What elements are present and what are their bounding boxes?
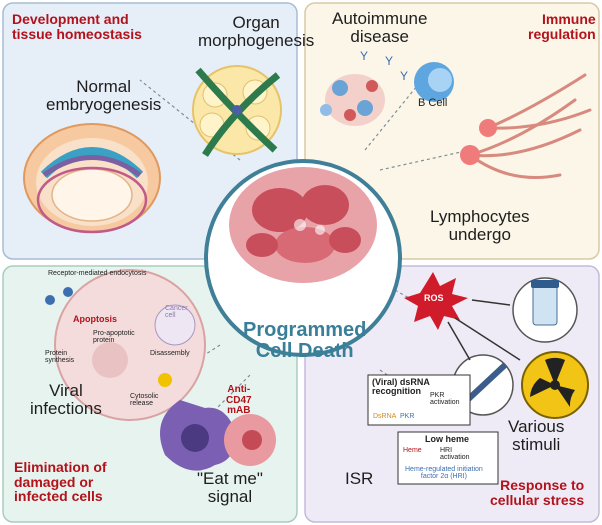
b-cell-illustration bbox=[414, 62, 454, 102]
label-various-stimuli: Various stimuli bbox=[508, 417, 565, 454]
label-lymphocytes: Lymphocytes undergo bbox=[430, 207, 530, 244]
autoimmune-illustration: Y Y Y bbox=[320, 49, 408, 126]
label-pkr-activation: PKR activation bbox=[430, 392, 460, 407]
cancer-cell-illustration bbox=[224, 414, 276, 466]
viral-cell-illustration bbox=[54, 269, 206, 421]
center-title: Programmed Cell Death bbox=[243, 319, 367, 362]
macrophage-illustration bbox=[160, 400, 236, 471]
title-elimination: Elimination of damaged or infected cells bbox=[14, 460, 107, 504]
label-protein-synthesis: Protein synthesis bbox=[45, 350, 75, 365]
title-elimination-text: Elimination of damaged or infected cells bbox=[14, 459, 107, 505]
label-heme: Heme bbox=[403, 447, 422, 454]
label-hri-activation: HRI activation bbox=[440, 447, 470, 462]
title-stress: Response to cellular stress bbox=[490, 477, 585, 508]
label-apoptosis: Apoptosis bbox=[73, 314, 117, 324]
virus-icons bbox=[45, 287, 73, 305]
vial-icon bbox=[512, 277, 578, 343]
svg-text:Y: Y bbox=[385, 54, 393, 68]
label-autoimmune-disease: Autoimmune disease bbox=[332, 9, 428, 46]
embryo-illustration bbox=[23, 123, 161, 234]
radiation-icon bbox=[521, 351, 589, 419]
label-cancer-cell: Cancer cell bbox=[165, 305, 188, 320]
label-normal-embryogenesis: Normal embryogenesis bbox=[46, 77, 162, 114]
label-anti-cd47: Anti- CD47 mAB bbox=[226, 384, 252, 416]
label-hri-full: Heme-regulated initiation factor 2α (HRI… bbox=[405, 466, 483, 481]
label-cytosolic-release: Cytosolic release bbox=[130, 393, 159, 408]
stress-arrows bbox=[447, 299, 521, 361]
label-pkr: PKR bbox=[400, 413, 415, 420]
title-development-text: Development and tissue homeostasis bbox=[12, 11, 142, 42]
svg-text:Y: Y bbox=[360, 49, 368, 63]
dsrna-box bbox=[367, 374, 471, 426]
label-b-cell: B Cell bbox=[418, 97, 448, 109]
svg-text:Y: Y bbox=[400, 69, 408, 83]
title-immune: Immune regulation bbox=[528, 11, 596, 42]
label-organ-morphogenesis: Organ morphogenesis bbox=[198, 13, 315, 50]
organ-illustration bbox=[192, 65, 282, 157]
label-dsrna-title: (Viral) dsRNA recognition bbox=[372, 377, 430, 397]
label-ros: ROS bbox=[424, 293, 444, 303]
label-viral-infections: Viral infections bbox=[30, 381, 102, 418]
heme-box bbox=[397, 431, 499, 485]
tissue-blob bbox=[229, 167, 377, 283]
label-receptor-endocytosis: Receptor-mediated endocytosis bbox=[48, 270, 147, 277]
title-stress-text: Response to cellular stress bbox=[490, 477, 585, 508]
label-pro-apoptotic: Pro-apoptotic protein bbox=[93, 330, 135, 345]
lymphocytes-illustration bbox=[460, 73, 592, 179]
title-immune-text: Immune regulation bbox=[528, 11, 596, 42]
title-development: Development and tissue homeostasis bbox=[12, 11, 142, 42]
label-eat-me: "Eat me" signal bbox=[197, 469, 263, 506]
ros-burst bbox=[404, 272, 468, 330]
label-low-heme: Low heme bbox=[425, 434, 470, 444]
label-isr: ISR bbox=[345, 469, 374, 488]
label-disassembly: Disassembly bbox=[150, 350, 190, 357]
label-dsrna: DsRNA bbox=[373, 413, 397, 420]
